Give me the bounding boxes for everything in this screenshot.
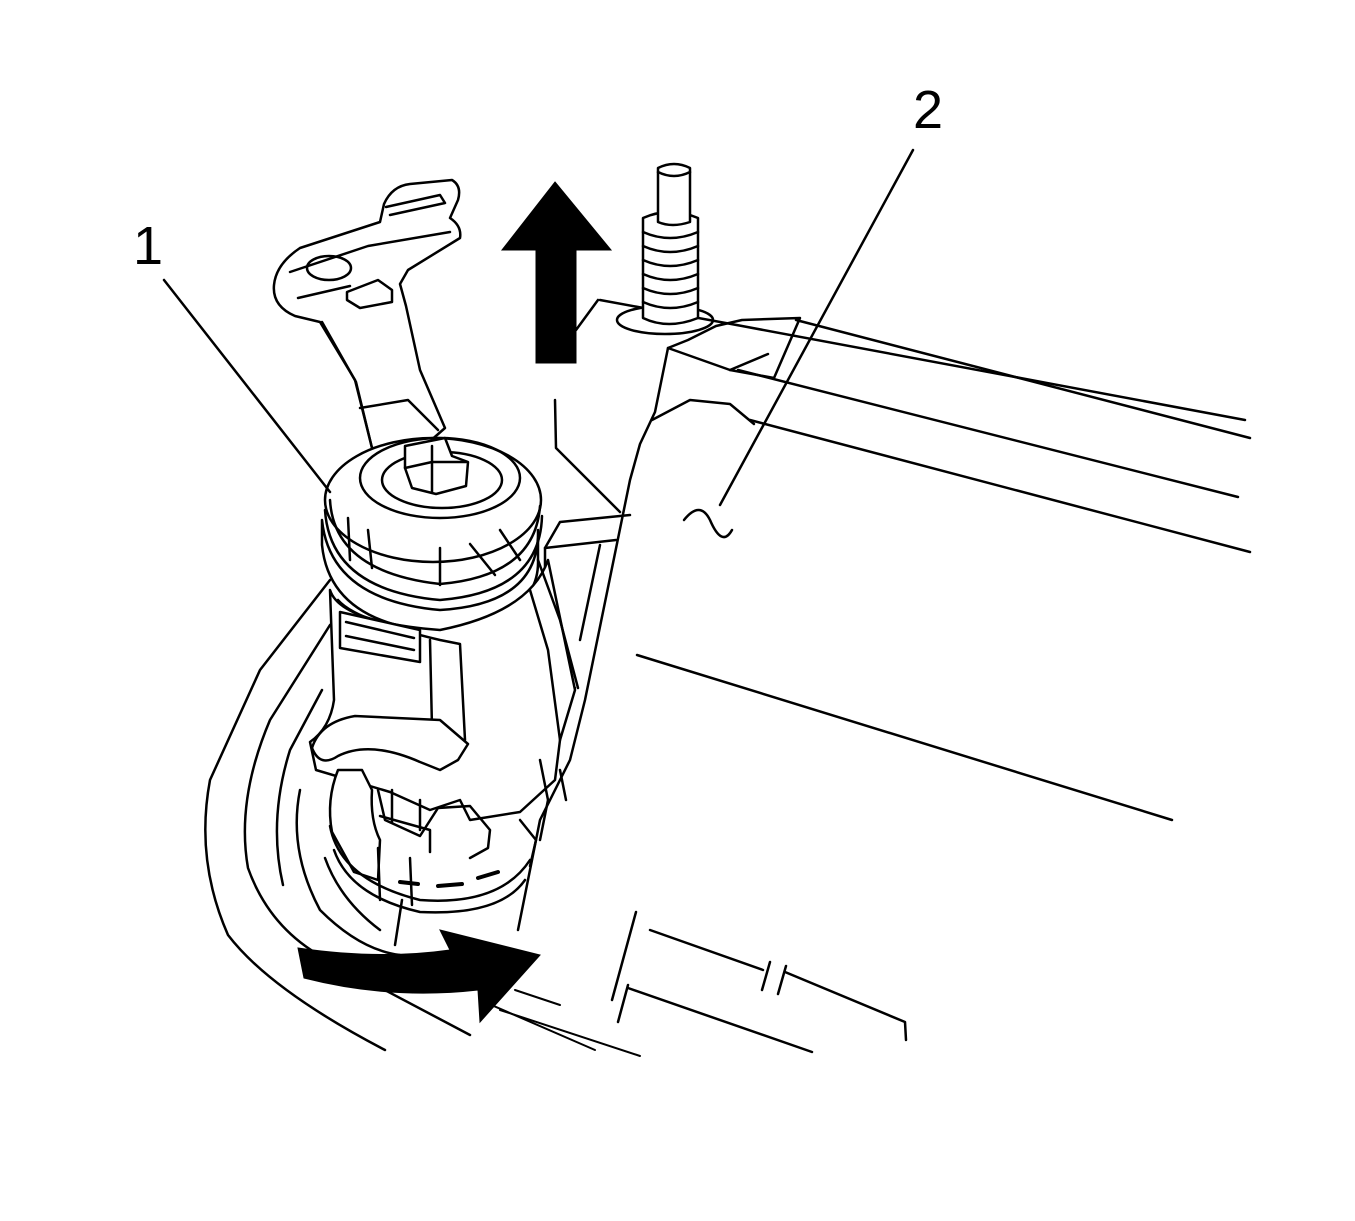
callout-1-label: 1 bbox=[133, 216, 163, 276]
housing-body bbox=[516, 298, 1252, 932]
callout-1-leader bbox=[162, 278, 332, 494]
callout-1: 1 bbox=[133, 216, 332, 494]
rotate-arrow bbox=[297, 929, 541, 1024]
break-lines bbox=[610, 910, 908, 1054]
sensor-assembly bbox=[272, 178, 580, 947]
callout-2: 2 bbox=[682, 80, 943, 539]
callout-2-tilde bbox=[682, 508, 734, 539]
mounting-stud bbox=[615, 162, 715, 336]
callout-2-label: 2 bbox=[913, 80, 943, 140]
callout-2-leader bbox=[718, 148, 915, 507]
up-arrow bbox=[500, 181, 613, 364]
